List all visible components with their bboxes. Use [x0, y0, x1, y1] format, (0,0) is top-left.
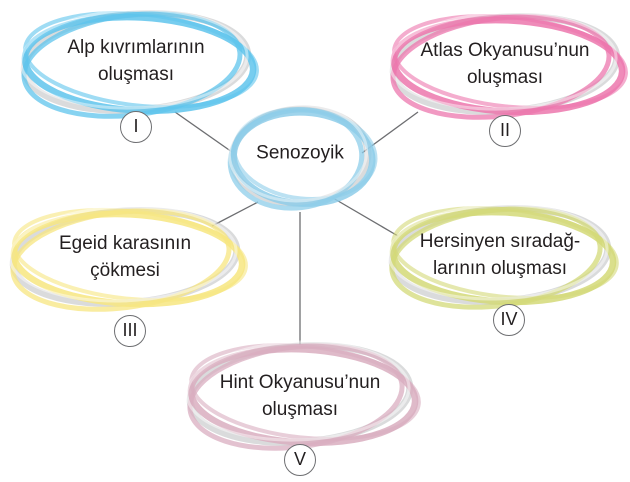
node-2-line-2: oluşması [466, 67, 544, 88]
node-3-numeral: III [114, 315, 146, 347]
node-1-numeral: I [120, 111, 152, 143]
node-4-numeral: IV [493, 304, 525, 336]
node-2-line-1: Atlas Okyanusu’nun [420, 40, 590, 61]
center-label: Senozoyik [256, 140, 344, 167]
node-4-line-1: Hersinyen sıradağ- [419, 231, 581, 252]
node-3-line-1: Egeid karasının [58, 233, 192, 254]
node-3-line-2: çökmesi [90, 260, 160, 281]
connector-line-4 [332, 197, 399, 237]
node-2-numeral: II [489, 115, 521, 147]
node-5-line-2: oluşması [261, 399, 339, 420]
node-5-ring [185, 340, 421, 451]
node-5-line-1: Hint Okyanusu’nun [219, 372, 381, 393]
connector-line-1 [174, 111, 233, 153]
node-1-line-1: Alp kıvrımlarının [67, 37, 205, 58]
connector-line-3 [211, 201, 259, 227]
node-3-label: Egeid karasının çökmesi [59, 230, 191, 284]
node-4-line-2: larının oluşması [432, 258, 568, 279]
center-ring [227, 103, 378, 211]
center-label-text: Senozoyik [256, 142, 344, 164]
node-1-line-2: oluşması [97, 64, 175, 85]
node-3-ring [8, 205, 248, 312]
node-1-label: Alp kıvrımlarının oluşması [67, 34, 204, 88]
node-4-label: Hersinyen sıradağ- larının oluşması [420, 228, 581, 282]
node-5-numeral: V [284, 444, 316, 476]
node-2-ring [388, 11, 628, 120]
node-2-label: Atlas Okyanusu’nun oluşması [421, 37, 590, 91]
node-5-label: Hint Okyanusu’nun oluşması [220, 369, 381, 423]
